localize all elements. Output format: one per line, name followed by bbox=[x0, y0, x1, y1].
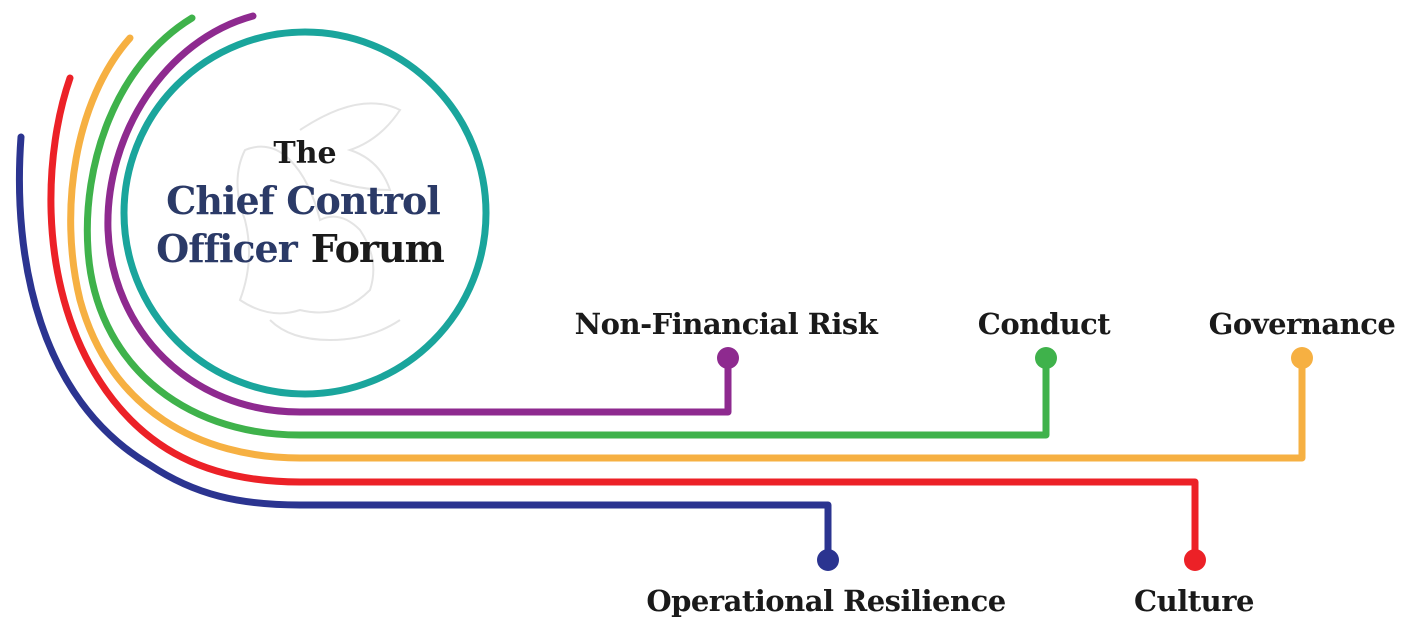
line-culture bbox=[47, 74, 1199, 564]
logo-chief-control: Chief Control bbox=[166, 178, 440, 223]
dot-governance bbox=[1291, 347, 1313, 369]
logo-officer: Officer bbox=[156, 226, 299, 271]
label-culture: Culture bbox=[1134, 584, 1254, 618]
label-non-financial-risk: Non-Financial Risk bbox=[575, 307, 879, 341]
line-governance bbox=[67, 34, 1306, 462]
griffin-watermark bbox=[236, 102, 402, 342]
logo-the: The bbox=[273, 136, 336, 171]
logo-forum: Forum bbox=[311, 226, 445, 271]
line-conduct bbox=[83, 14, 1050, 439]
logo-officer-forum: Officer Forum bbox=[156, 226, 444, 271]
logo-circle bbox=[120, 28, 490, 398]
label-operational-resilience: Operational Resilience bbox=[646, 584, 1005, 618]
line-operational-resilience bbox=[15, 133, 832, 564]
dot-non-financial-risk bbox=[717, 347, 739, 369]
dot-conduct bbox=[1035, 347, 1057, 369]
label-conduct: Conduct bbox=[978, 307, 1112, 341]
dot-operational-resilience bbox=[817, 549, 839, 571]
dot-culture bbox=[1184, 549, 1206, 571]
line-non-financial-risk bbox=[104, 12, 732, 416]
label-governance: Governance bbox=[1209, 307, 1396, 341]
